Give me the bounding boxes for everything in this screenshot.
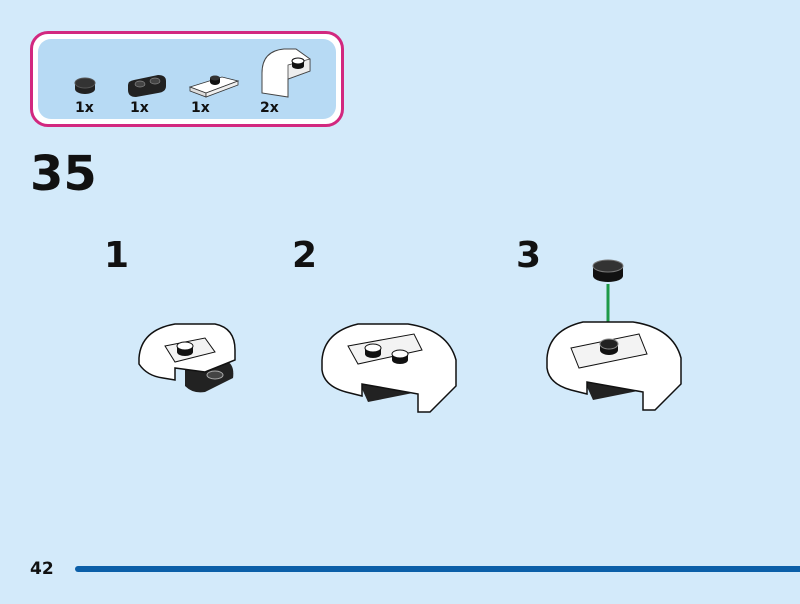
rounded-plate-part-icon [128,75,166,97]
page-footer-line [75,566,800,572]
sub-step-number: 2 [292,235,318,276]
sub-step-number: 1 [104,235,130,276]
part-qty: 2x [260,100,279,116]
round-tile-part-icon [74,77,96,94]
parts-list-callout: 1x 1x 1x 2x [30,31,344,127]
sub-step-number: 3 [516,235,542,276]
part-qty: 1x [130,100,149,116]
curved-slope-part-icon [261,48,311,98]
page-number: 42 [30,559,54,579]
sub-step-1-illustration [138,323,236,393]
part-qty: 1x [191,100,210,116]
part-qty: 1x [75,100,94,116]
parts-list-background: 1x 1x 1x 2x [38,39,336,119]
sub-step-3-illustration [546,259,682,411]
jumper-plate-part-icon [188,75,240,98]
round-tile-icon [592,259,624,282]
sub-step-2-illustration [321,323,457,413]
step-number: 35 [30,146,97,202]
